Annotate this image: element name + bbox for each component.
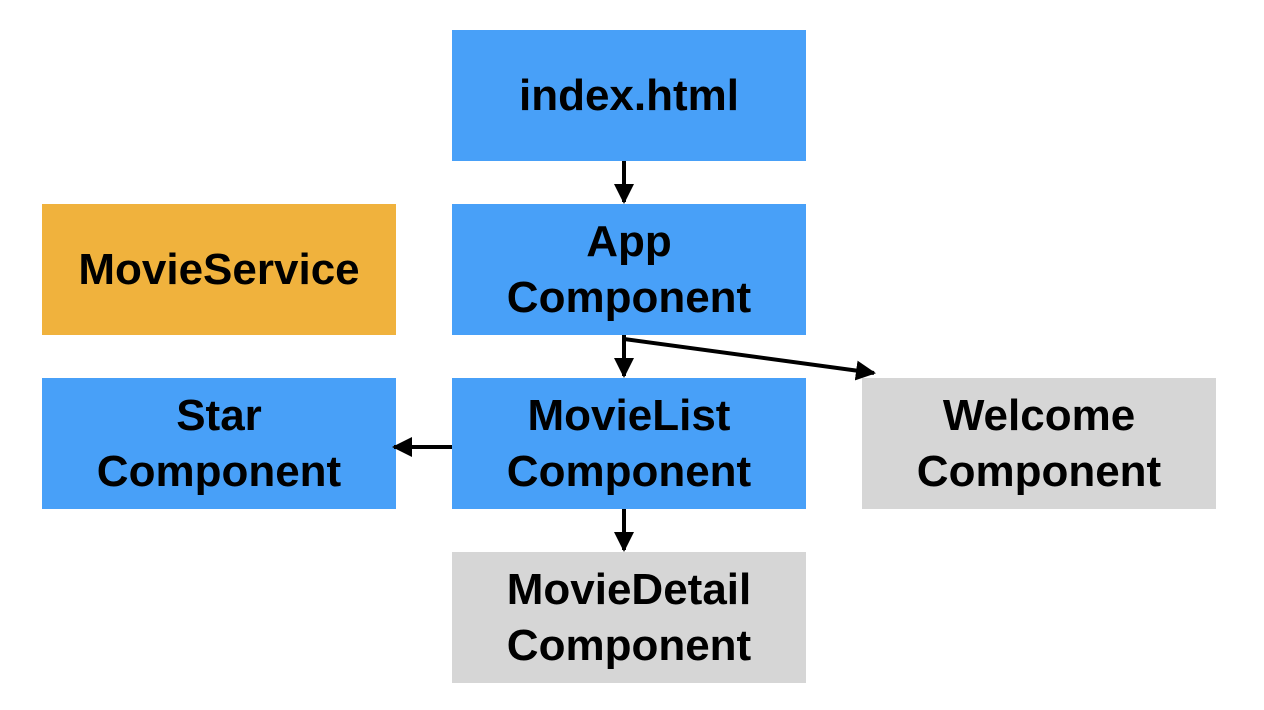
- node-label-line2: Component: [96, 446, 342, 496]
- node-label-line1: Welcome: [942, 390, 1136, 440]
- node-movie-list-component: MovieList Component: [452, 378, 806, 509]
- node-label-line1: App: [586, 216, 672, 266]
- node-index-html: index.html: [452, 30, 806, 161]
- node-label-line2: Component: [916, 446, 1162, 496]
- node-label-line2: Component: [506, 446, 752, 496]
- node-label-line2: Component: [506, 620, 752, 670]
- node-movie-service: MovieService: [42, 204, 396, 335]
- node-label-line1: MovieDetail: [506, 564, 752, 614]
- node-movie-detail-component: MovieDetail Component: [452, 552, 806, 683]
- node-label: index.html: [518, 70, 740, 120]
- node-app-component: App Component: [452, 204, 806, 335]
- node-label-line2: Component: [506, 272, 752, 322]
- node-welcome-component: Welcome Component: [862, 378, 1216, 509]
- node-star-component: Star Component: [42, 378, 396, 509]
- node-label-line1: Star: [176, 390, 262, 440]
- node-label-line1: MovieList: [527, 390, 731, 440]
- node-label: MovieService: [78, 244, 360, 294]
- edge-app-to-welcome: [623, 337, 876, 381]
